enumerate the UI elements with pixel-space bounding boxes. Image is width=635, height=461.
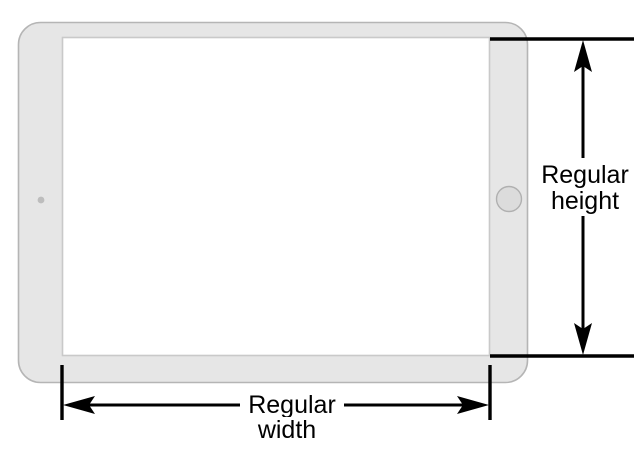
height-arrowhead-up-icon bbox=[574, 40, 592, 72]
height-dimension-annotation bbox=[490, 37, 634, 358]
regular-height-label-line1: Regular bbox=[541, 161, 629, 189]
regular-width-label-line1-wrap: Regular bbox=[240, 392, 344, 418]
home-button-icon bbox=[495, 185, 523, 213]
tablet-device bbox=[17, 21, 529, 384]
width-dimension-annotation bbox=[60, 365, 492, 420]
tablet-screen bbox=[61, 36, 491, 357]
camera-dot-icon bbox=[37, 196, 45, 204]
regular-width-label-line2-wrap: width bbox=[240, 417, 334, 443]
regular-width-label-line2: width bbox=[257, 416, 317, 444]
width-arrowhead-left-icon bbox=[63, 396, 95, 414]
regular-width-label-line1: Regular bbox=[248, 391, 336, 419]
width-arrowhead-right-icon bbox=[457, 396, 489, 414]
height-arrowhead-down-icon bbox=[574, 323, 592, 355]
regular-height-label: Regular height bbox=[537, 160, 633, 216]
regular-height-label-line2: height bbox=[550, 187, 620, 215]
